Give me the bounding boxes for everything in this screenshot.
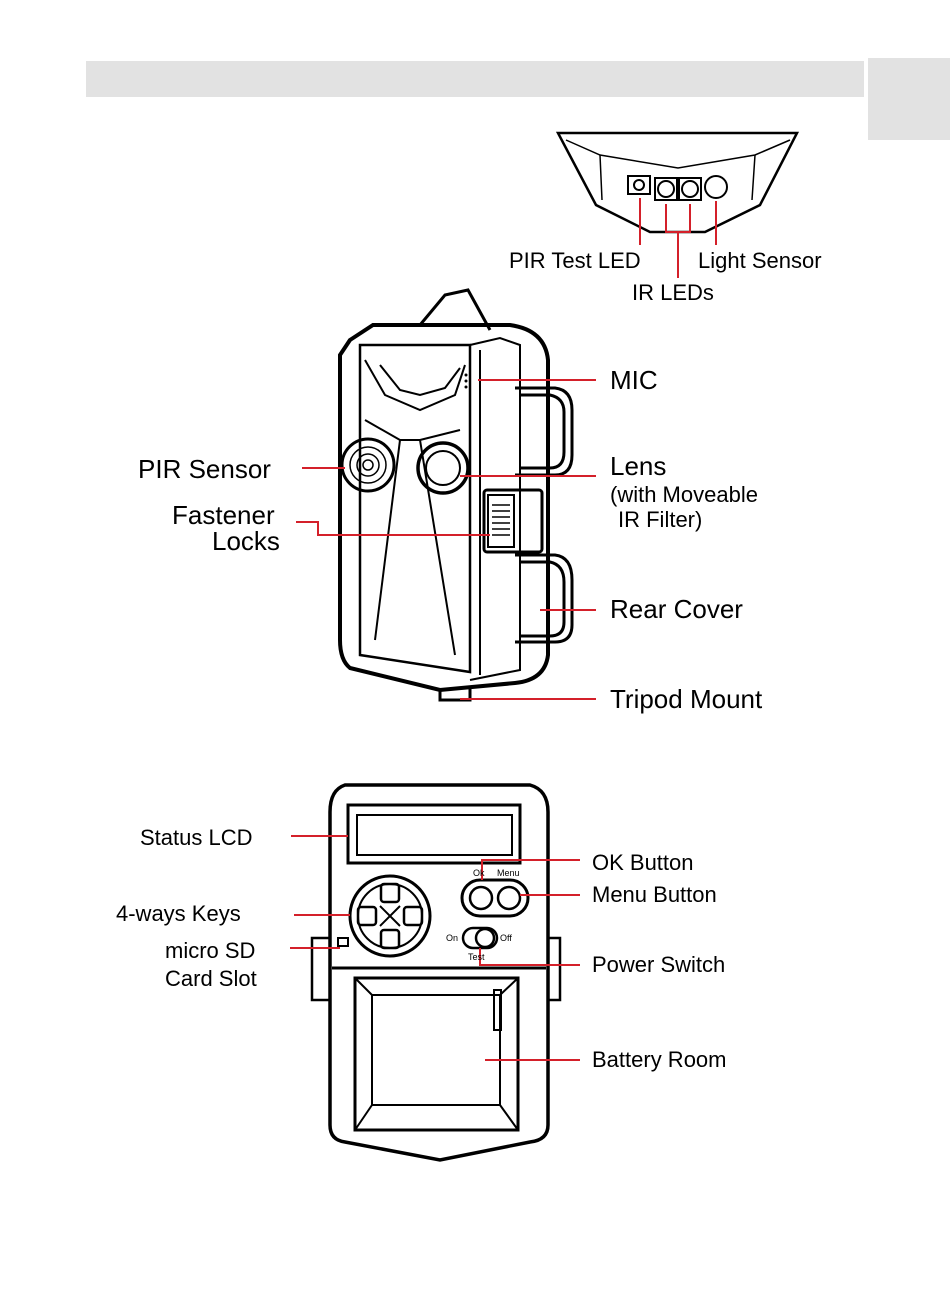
mic-label: MIC — [610, 365, 658, 395]
rear-cover-label: Rear Cover — [610, 594, 743, 624]
pir-test-led-label: PIR Test LED — [509, 248, 641, 273]
ok-small-label: Ok — [473, 868, 485, 878]
light-sensor-label: Light Sensor — [698, 248, 822, 273]
light-sensor-icon — [705, 176, 727, 198]
sd-slot-icon — [338, 938, 348, 946]
lens-label: Lens — [610, 451, 666, 481]
pir-test-led-icon — [628, 176, 650, 194]
on-small-label: On — [446, 933, 458, 943]
ir-led-icon — [658, 181, 674, 197]
tripod-mount-label: Tripod Mount — [610, 684, 763, 714]
ok-button-icon — [470, 887, 492, 909]
camera-rear-view — [290, 785, 580, 1160]
camera-front-view — [296, 290, 596, 700]
four-way-keys-label: 4-ways Keys — [116, 901, 241, 926]
menu-button-icon — [498, 887, 520, 909]
fastener-locks-label-2: Locks — [212, 526, 280, 556]
power-switch-label: Power Switch — [592, 952, 725, 977]
lens-note-1: (with Moveable — [610, 482, 758, 507]
off-small-label: Off — [500, 933, 512, 943]
lens-note-2: IR Filter) — [618, 507, 702, 532]
pir-sensor-label: PIR Sensor — [138, 454, 271, 484]
menu-button-label: Menu Button — [592, 882, 717, 907]
battery-room-label: Battery Room — [592, 1047, 727, 1072]
test-small-label: Test — [468, 952, 485, 962]
ok-button-label: OK Button — [592, 850, 694, 875]
ir-leds-label: IR LEDs — [632, 280, 714, 305]
status-lcd-label: Status LCD — [140, 825, 253, 850]
micro-sd-label-1: micro SD — [165, 938, 255, 963]
micro-sd-label-2: Card Slot — [165, 966, 257, 991]
menu-small-label: Menu — [497, 868, 520, 878]
ir-led-icon — [682, 181, 698, 197]
